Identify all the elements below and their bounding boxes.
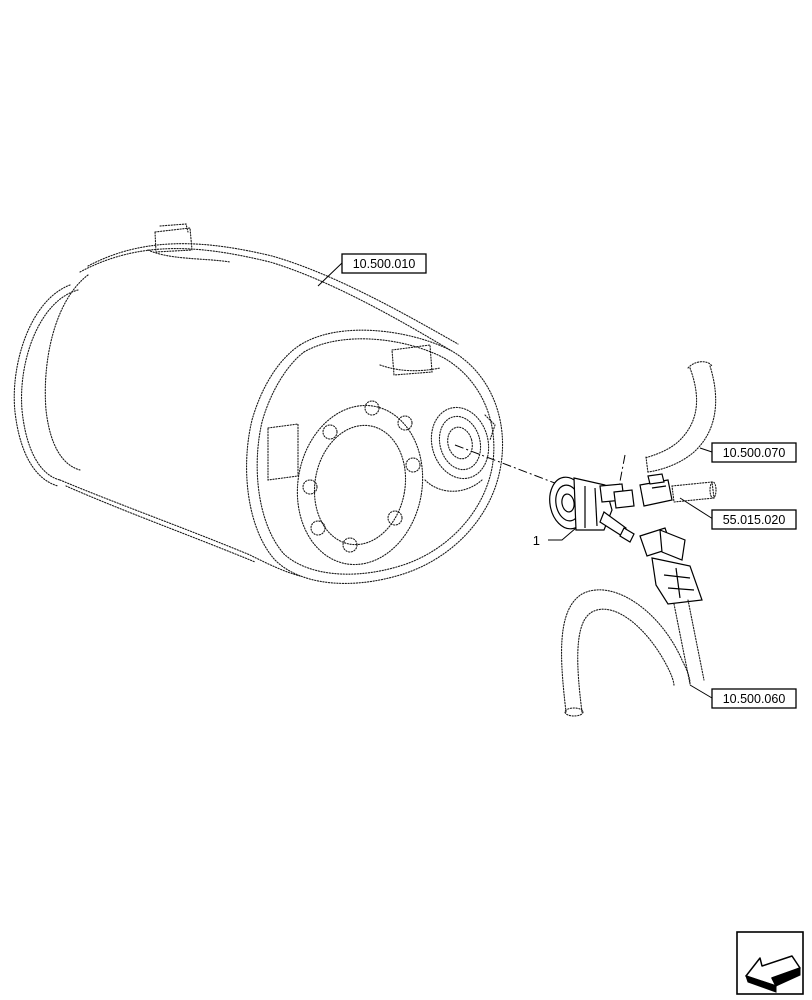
elbow-connector (639, 527, 703, 605)
ref-tank[interactable]: 10.500.010 (341, 253, 427, 274)
leader-hose-lower (689, 684, 713, 699)
sensor-unit (549, 476, 635, 543)
leader-tank (317, 262, 343, 287)
ref-sensor[interactable]: 55.015.020 (711, 509, 797, 530)
ref-hose-lower-label: 10.500.060 (723, 692, 786, 706)
upper-hose (644, 361, 717, 474)
lower-hose (561, 589, 705, 717)
hose-centerline (617, 454, 626, 493)
sensor-connector (639, 473, 717, 507)
ref-tank-label: 10.500.010 (353, 257, 416, 271)
leader-sensor (679, 497, 714, 520)
arrow-icon[interactable] (736, 931, 804, 995)
assembly-centerline (454, 444, 561, 486)
ref-hose-lower[interactable]: 10.500.060 (711, 688, 797, 709)
ref-hose-upper[interactable]: 10.500.070 (711, 442, 797, 463)
leader-hose-upper (699, 447, 713, 453)
tank-outline (13, 223, 504, 584)
ref-hose-upper-label: 10.500.070 (723, 446, 786, 460)
leader-part-1 (548, 527, 577, 541)
ref-sensor-label: 55.015.020 (723, 513, 786, 527)
part-number-1[interactable]: 1 (533, 533, 540, 548)
